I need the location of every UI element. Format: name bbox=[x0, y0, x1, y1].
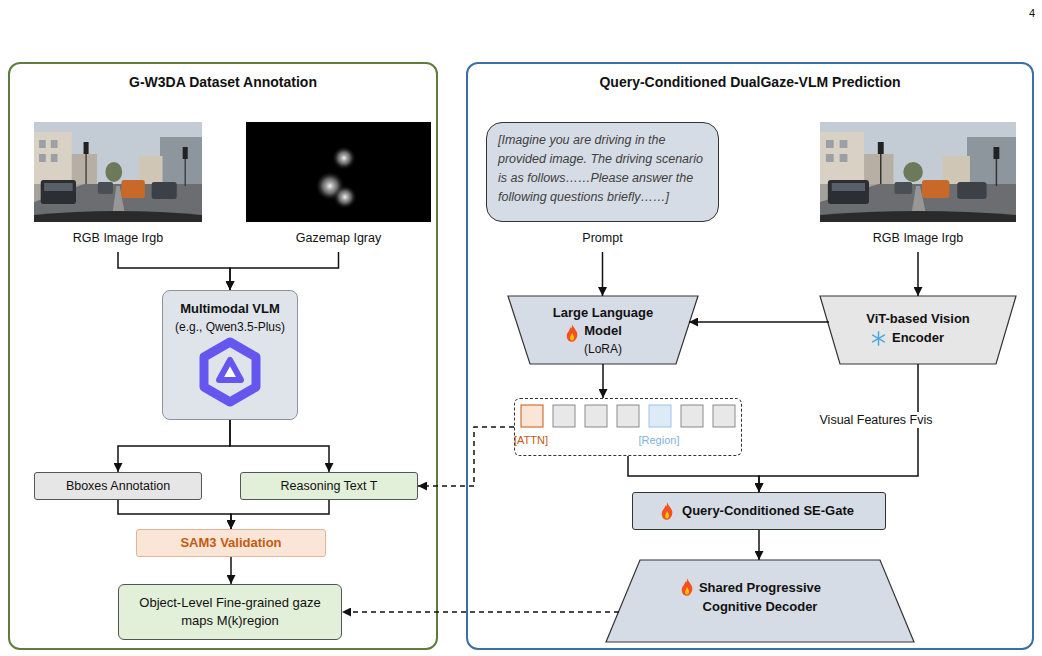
connector bbox=[342, 611, 619, 613]
box-label: Reasoning Text T bbox=[241, 478, 417, 494]
token-square bbox=[585, 405, 607, 427]
connector bbox=[628, 456, 759, 492]
token-sequence: [ATTN][Region] bbox=[514, 398, 742, 456]
connector bbox=[118, 420, 230, 472]
process-box: Bboxes Annotation bbox=[34, 472, 202, 500]
logo-hexagon bbox=[204, 342, 256, 402]
token-square bbox=[649, 405, 671, 427]
page-number: 4 bbox=[1029, 7, 1035, 19]
trainable-icon bbox=[567, 324, 578, 342]
model-title: ViT-based Vision Encoder bbox=[858, 309, 978, 347]
box-label: SAM3 Validation bbox=[137, 535, 325, 551]
connector bbox=[602, 252, 604, 296]
model-subtitle: (LoRA) bbox=[508, 341, 698, 357]
connector bbox=[689, 321, 829, 323]
trainable-icon bbox=[662, 502, 673, 520]
connector bbox=[230, 557, 232, 584]
image-caption: RGB Image Irgb bbox=[820, 230, 1016, 246]
image-caption: RGB Image Irgb bbox=[34, 230, 202, 246]
connector bbox=[602, 364, 604, 398]
gaze-blob bbox=[333, 185, 357, 209]
trapezoid-shape bbox=[508, 296, 698, 364]
connector bbox=[118, 500, 231, 529]
decoder-trapezoid: Shared Progressive Cognitive Decoder bbox=[606, 560, 914, 642]
gaze-blob bbox=[332, 146, 356, 170]
connector bbox=[118, 252, 230, 290]
box-label: Shared Progressive Cognitive Decoder bbox=[680, 578, 840, 616]
box-label: Object-Level Fine-grained gaze maps M(k)… bbox=[127, 594, 333, 630]
image-input: Gazemap Igray bbox=[246, 122, 431, 252]
model-title: Large Language Model bbox=[545, 304, 661, 340]
connector bbox=[758, 530, 760, 560]
model-trapezoid: Large Language Model(LoRA) bbox=[508, 296, 698, 364]
token-square bbox=[521, 405, 543, 427]
connector bbox=[759, 364, 918, 492]
prompt-caption: Prompt bbox=[486, 230, 719, 246]
box-label: Bboxes Annotation bbox=[35, 478, 201, 494]
output-box: Object-Level Fine-grained gaze maps M(k)… bbox=[118, 584, 342, 640]
process-box: Reasoning Text T bbox=[240, 472, 418, 500]
model-subtitle: (e.g., Qwen3.5-Plus) bbox=[163, 319, 297, 335]
prompt-text: [Imagine you are driving in the provided… bbox=[498, 131, 709, 207]
prompt-box: [Imagine you are driving in the provided… bbox=[486, 122, 719, 252]
token-label: [Region] bbox=[627, 432, 691, 448]
panel: Query-Conditioned DualGaze-VLM Predictio… bbox=[466, 62, 1034, 650]
trapezoid-shape bbox=[606, 560, 914, 642]
connector bbox=[418, 427, 514, 486]
validation-box: SAM3 Validation bbox=[136, 529, 326, 557]
encoder-trapezoid: ViT-based Vision Encoder bbox=[820, 296, 1016, 364]
connector bbox=[230, 252, 339, 290]
image-input: RGB Image Irgb bbox=[34, 122, 202, 252]
panel-title: G-W3DA Dataset Annotation bbox=[10, 74, 436, 90]
token-label: [ATTN] bbox=[499, 432, 563, 448]
gaze-blob bbox=[315, 171, 345, 201]
token-square bbox=[713, 405, 735, 427]
trapezoid-shape bbox=[820, 296, 1016, 364]
gazemap-image bbox=[246, 122, 431, 222]
panel: G-W3DA Dataset AnnotationRGB Image Irgb G… bbox=[8, 62, 438, 650]
frozen-icon bbox=[873, 332, 885, 346]
box-label: Query-Conditioned SE-Gate bbox=[655, 503, 881, 519]
trainable-icon bbox=[682, 578, 693, 596]
module-box: Query-Conditioned SE-Gate bbox=[632, 492, 886, 530]
connector bbox=[230, 420, 329, 472]
model-title: Multimodal VLM bbox=[163, 301, 297, 317]
image-input: RGB Image Irgb bbox=[820, 122, 1016, 252]
street-photo bbox=[34, 122, 202, 222]
qwen-logo bbox=[204, 342, 256, 402]
image-caption: Gazemap Igray bbox=[246, 230, 431, 246]
connector bbox=[231, 500, 329, 529]
token-square bbox=[553, 405, 575, 427]
street-photo bbox=[820, 122, 1016, 222]
panel-title: Query-Conditioned DualGaze-VLM Predictio… bbox=[468, 74, 1032, 90]
token-square bbox=[681, 405, 703, 427]
logo-triangle bbox=[219, 360, 241, 380]
connector bbox=[917, 252, 919, 296]
model-box: Multimodal VLM (e.g., Qwen3.5-Plus) bbox=[162, 290, 298, 420]
token-square bbox=[617, 405, 639, 427]
